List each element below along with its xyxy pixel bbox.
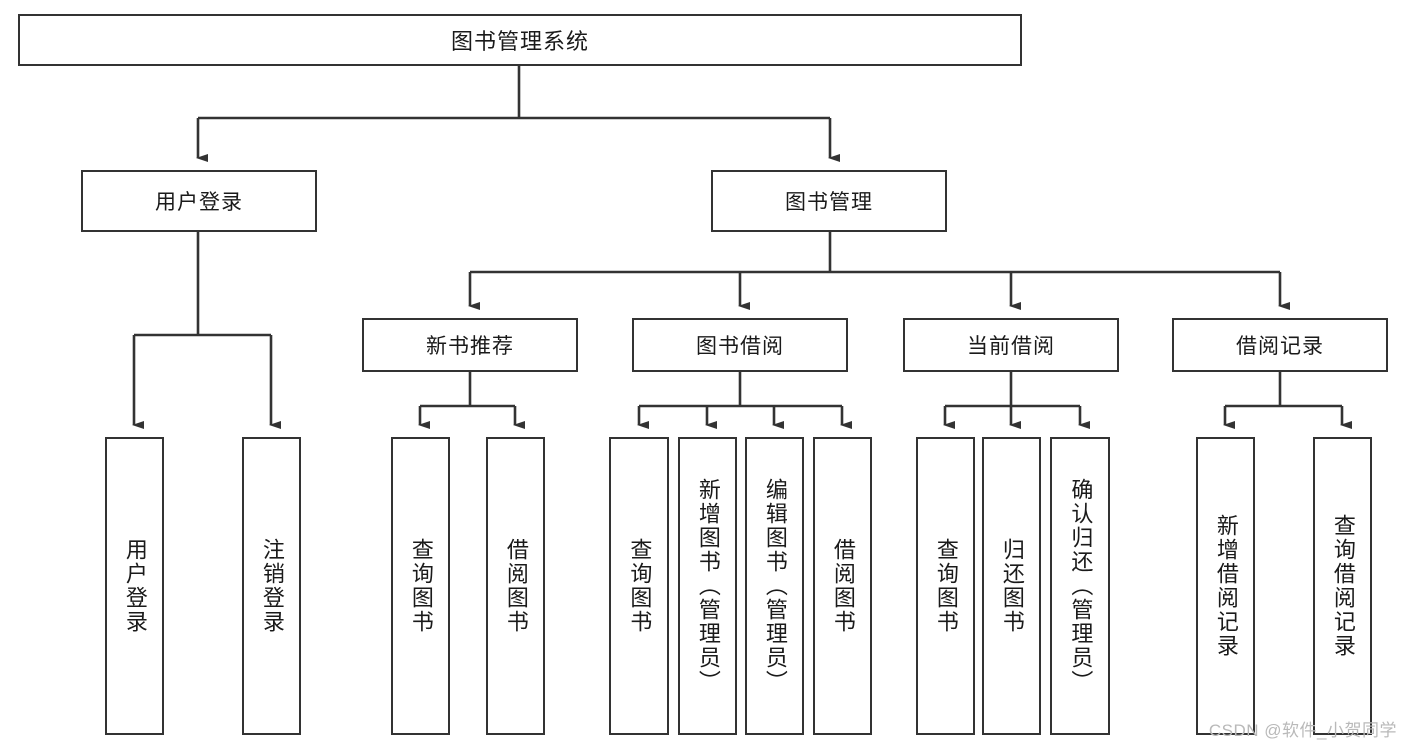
node-label: 查询图书 — [933, 538, 959, 634]
node-book-borrow[interactable]: 图书借阅 — [632, 318, 848, 372]
node-label: 借阅图书 — [503, 538, 529, 634]
leaf-user-login-logout[interactable]: 注销登录 — [242, 437, 301, 735]
node-label: 新增借阅记录 — [1213, 514, 1239, 658]
node-borrow-record[interactable]: 借阅记录 — [1172, 318, 1388, 372]
node-label: 用户登录 — [122, 538, 148, 634]
leaf-borrow-borrow-book[interactable]: 借阅图书 — [813, 437, 872, 735]
leaf-user-login-login[interactable]: 用户登录 — [105, 437, 164, 735]
node-label: 注销登录 — [259, 538, 285, 634]
leaf-record-query-record[interactable]: 查询借阅记录 — [1313, 437, 1372, 735]
leaf-current-query-book[interactable]: 查询图书 — [916, 437, 975, 735]
leaf-record-add-record[interactable]: 新增借阅记录 — [1196, 437, 1255, 735]
node-current-borrow[interactable]: 当前借阅 — [903, 318, 1119, 372]
node-label: 查询借阅记录 — [1330, 514, 1356, 658]
node-label: 归还图书 — [999, 538, 1025, 634]
node-label: 图书借阅 — [696, 335, 784, 358]
node-label: 当前借阅 — [967, 335, 1055, 358]
node-label: 图书管理 — [785, 191, 873, 214]
node-book-management[interactable]: 图书管理 — [711, 170, 947, 232]
node-label: 用户登录 — [155, 191, 243, 214]
node-label: 确认归还（管理员） — [1068, 478, 1094, 694]
leaf-borrow-edit-book-admin[interactable]: 编辑图书（管理员） — [745, 437, 804, 735]
node-label: 图书管理系统 — [450, 29, 589, 54]
node-label: 编辑图书（管理员） — [762, 478, 788, 694]
node-label: 借阅记录 — [1236, 335, 1324, 358]
leaf-recommend-query-book[interactable]: 查询图书 — [391, 437, 450, 735]
node-label: 新增图书（管理员） — [695, 478, 721, 694]
node-label: 查询图书 — [627, 538, 653, 634]
node-label: 新书推荐 — [426, 335, 514, 358]
node-new-book-recommend[interactable]: 新书推荐 — [362, 318, 578, 372]
leaf-recommend-borrow-book[interactable]: 借阅图书 — [486, 437, 545, 735]
node-root-system[interactable]: 图书管理系统 — [18, 14, 1022, 66]
leaf-borrow-query-book[interactable]: 查询图书 — [609, 437, 669, 735]
leaf-current-confirm-return-admin[interactable]: 确认归还（管理员） — [1050, 437, 1110, 735]
node-label: 借阅图书 — [830, 538, 856, 634]
leaf-current-return-book[interactable]: 归还图书 — [982, 437, 1041, 735]
watermark: CSDN @软件_小贺同学 — [1208, 721, 1397, 740]
node-user-login[interactable]: 用户登录 — [81, 170, 317, 232]
node-label: 查询图书 — [408, 538, 434, 634]
leaf-borrow-add-book-admin[interactable]: 新增图书（管理员） — [678, 437, 737, 735]
